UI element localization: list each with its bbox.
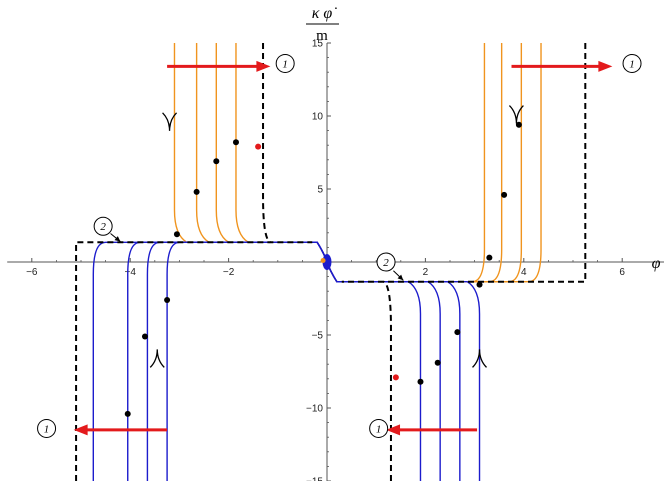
callout-label: 1 [282,58,288,70]
origin-fixed-point [322,254,332,270]
orange-trajectory [173,43,328,263]
callout-circle [275,53,295,73]
data-point-black [124,410,131,417]
orange-trajectory [326,43,523,283]
data-point-black [141,333,148,340]
x-axis-label: φ [652,255,661,272]
data-point-black [486,254,493,261]
blue-trajectory [326,261,441,481]
blue-trajectory [127,241,328,481]
orange-trajectory [326,43,503,283]
x-tick-label: 6 [619,267,625,278]
data-point-black [501,191,508,198]
callout-label: 1 [629,58,635,70]
y-tick-label: −5 [312,331,324,342]
data-point-black [213,158,220,165]
orange-trajectory [326,43,486,283]
separatrix-dashed [262,43,272,244]
callout-label: 1 [376,423,382,435]
callout-circle [93,216,113,236]
separatrix-dashed [75,241,313,481]
direction-chevron [472,349,487,368]
data-point-black [454,329,461,336]
separatrix-dashed [341,43,587,283]
direction-chevron [508,105,524,124]
callout-circle [622,53,642,73]
data-point-black [193,188,200,195]
data-point-red [392,374,399,381]
data-point-black [164,296,171,303]
flow-arrow-head [598,60,613,72]
y-axis-label-denominator: m [316,28,328,44]
data-point-red [255,143,262,150]
y-axis-label-numerator: κ φ̇ [312,5,338,22]
data-point-black [476,281,483,288]
callout-circle [37,418,57,438]
trajectory-curves [75,43,587,481]
callout-label: 1 [44,423,50,435]
origin-fixed-point-overlay [320,258,326,264]
y-tick-label: 10 [312,112,324,123]
orange-trajectory [326,43,542,283]
pointer-arrow-head [397,274,404,281]
callout-label: 2 [383,257,389,269]
data-point-black [515,121,522,128]
x-tick-label: −6 [26,267,38,278]
data-point-black [173,231,180,238]
x-tick-label: −4 [124,267,136,278]
annotations: 1 1 1 1 2 2 [37,53,642,438]
direction-chevron [149,349,165,368]
y-tick-label: −15 [306,477,323,481]
orange-trajectory [215,43,328,263]
orange-trajectory [235,43,328,263]
callout-label: 2 [100,221,106,233]
blue-trajectory [166,241,328,481]
data-point-black [434,359,441,366]
x-tick-label: 2 [423,267,429,278]
flow-arrow-head [386,424,401,436]
x-tick-label: 4 [521,267,527,278]
separatrix-dashed [382,280,392,481]
callout-circle [376,252,396,272]
axes: −6 −4 −2 2 4 6 −15 −10 −5 5 10 15 [7,39,664,481]
direction-chevron [162,112,178,131]
flow-arrow-head [73,424,88,436]
y-tick-label: −10 [306,404,323,415]
data-point-black [232,139,239,146]
data-point-black [417,378,424,385]
callout-circle [369,418,389,438]
flow-arrow-head [256,60,271,72]
pointer-arrow-head [114,236,121,242]
x-tick-label: −2 [223,267,235,278]
blue-trajectory [326,261,422,481]
y-tick-label: 15 [312,39,324,50]
blue-trajectory [146,241,328,481]
y-tick-label: 5 [317,185,323,196]
